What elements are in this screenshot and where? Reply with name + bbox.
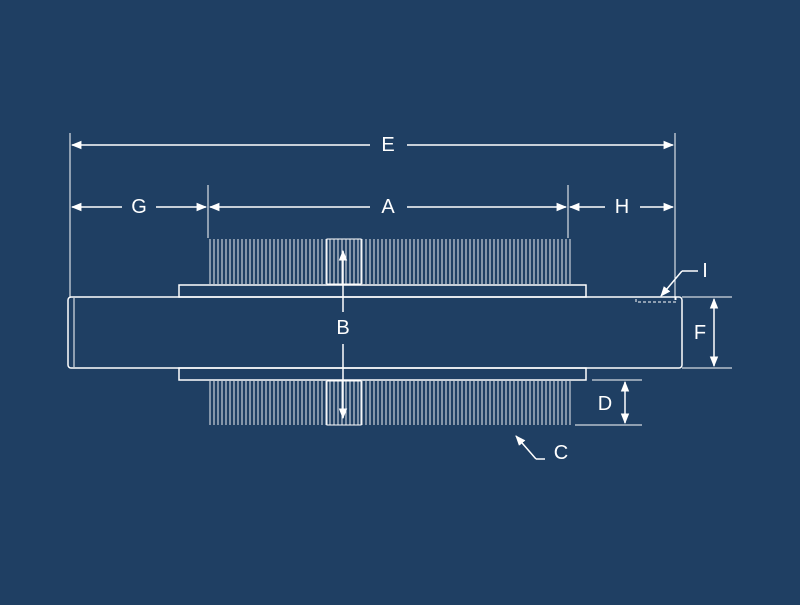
label-c: C xyxy=(554,442,568,464)
shaft xyxy=(67,296,683,369)
fin-box xyxy=(326,380,362,426)
extension-lines xyxy=(69,133,732,426)
dimension-b: B xyxy=(336,249,350,420)
keyway xyxy=(635,296,677,303)
label-a: A xyxy=(381,196,395,218)
label-i: I xyxy=(702,260,708,282)
label-f: F xyxy=(694,322,706,344)
label-e: E xyxy=(381,134,394,156)
label-b: B xyxy=(336,317,349,339)
hub-bottom xyxy=(178,367,587,381)
fins-top xyxy=(209,238,571,285)
fins-bottom xyxy=(209,380,571,426)
hub-top xyxy=(178,284,587,298)
dimension-g: G xyxy=(70,196,208,218)
leader-i: I xyxy=(660,260,708,297)
dimension-f: F xyxy=(694,297,719,368)
fin-box xyxy=(326,238,362,285)
dimension-h: H xyxy=(568,196,675,218)
dimension-e: E xyxy=(70,134,675,156)
label-g: G xyxy=(131,196,147,218)
label-h: H xyxy=(615,196,629,218)
dimension-d: D xyxy=(598,380,630,425)
label-d: D xyxy=(598,393,612,415)
leader-c: C xyxy=(515,435,568,464)
dimension-a: A xyxy=(208,196,568,218)
